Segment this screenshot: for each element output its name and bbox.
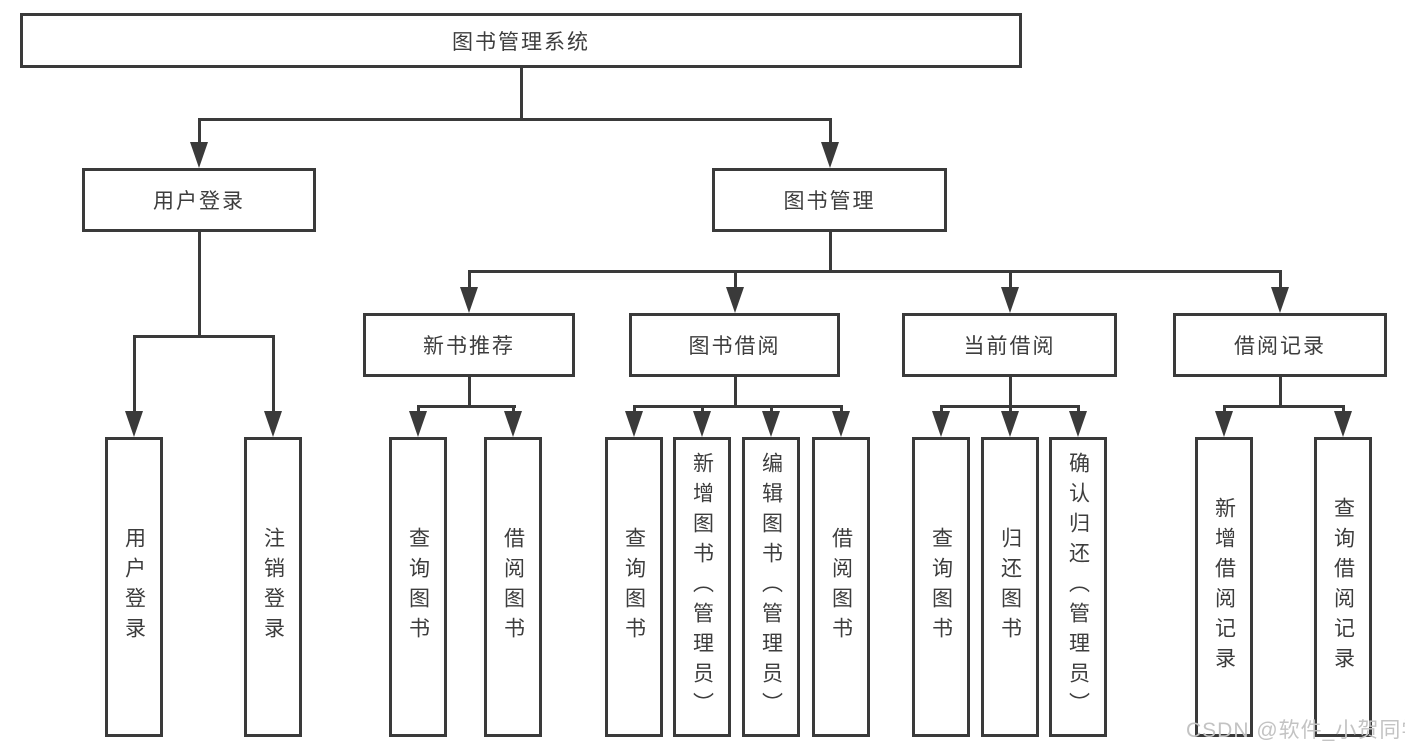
arrow-down-icon bbox=[190, 142, 208, 168]
connector-line bbox=[1223, 405, 1345, 408]
leaf-label: 借阅图书 bbox=[501, 527, 525, 647]
arrow-down-icon bbox=[1001, 287, 1019, 313]
leaf-label: 编辑图书（管理员） bbox=[759, 452, 783, 722]
node-label: 图书借阅 bbox=[688, 335, 781, 358]
connector-line bbox=[198, 232, 201, 338]
connector-line bbox=[840, 405, 843, 413]
node-user-login: 用户登录 bbox=[82, 168, 316, 232]
leaf-return-books: 归还图书 bbox=[981, 437, 1039, 737]
leaf-label: 确认归还（管理员） bbox=[1066, 452, 1090, 722]
arrow-down-icon bbox=[1271, 287, 1289, 313]
connector-line bbox=[829, 232, 832, 273]
connector-line bbox=[512, 405, 515, 413]
connector-line bbox=[1342, 405, 1345, 413]
connector-line bbox=[734, 377, 737, 407]
connector-line bbox=[829, 118, 832, 150]
node-book-borrowing: 图书借阅 bbox=[629, 313, 840, 377]
node-label: 新书推荐 bbox=[423, 335, 515, 358]
arrow-down-icon bbox=[1215, 411, 1233, 437]
node-label: 借阅记录 bbox=[1234, 335, 1326, 358]
leaf-label: 借阅图书 bbox=[829, 527, 853, 647]
arrow-down-icon bbox=[460, 287, 478, 313]
arrow-down-icon bbox=[932, 411, 950, 437]
node-label: 用户登录 bbox=[153, 190, 245, 213]
connector-line bbox=[417, 405, 516, 408]
leaf-label: 新增图书（管理员） bbox=[690, 452, 714, 722]
leaf-logout: 注销登录 bbox=[244, 437, 302, 737]
leaf-label: 注销登录 bbox=[261, 527, 285, 647]
csdn-watermark: CSDN @软件_小贺同学 bbox=[1186, 719, 1405, 742]
connector-line bbox=[1009, 405, 1012, 413]
connector-line bbox=[1009, 377, 1012, 407]
leaf-label: 查询图书 bbox=[622, 527, 646, 647]
connector-line bbox=[468, 377, 471, 407]
leaf-confirm-return-admin: 确认归还（管理员） bbox=[1049, 437, 1107, 737]
connector-line bbox=[133, 335, 136, 413]
arrow-down-icon bbox=[264, 411, 282, 437]
leaf-label: 查询图书 bbox=[406, 527, 430, 647]
arrow-down-icon bbox=[1001, 411, 1019, 437]
arrow-down-icon bbox=[762, 411, 780, 437]
leaf-query-books-current: 查询图书 bbox=[912, 437, 970, 737]
leaf-label: 查询借阅记录 bbox=[1331, 497, 1355, 677]
connector-line bbox=[520, 68, 523, 120]
arrow-down-icon bbox=[1334, 411, 1352, 437]
connector-line bbox=[468, 270, 1282, 273]
node-library-management-system: 图书管理系统 bbox=[20, 13, 1022, 68]
connector-line bbox=[133, 335, 275, 338]
arrow-down-icon bbox=[409, 411, 427, 437]
node-label: 当前借阅 bbox=[963, 335, 1056, 358]
leaf-add-book-admin: 新增图书（管理员） bbox=[673, 437, 731, 737]
leaf-edit-book-admin: 编辑图书（管理员） bbox=[742, 437, 800, 737]
leaf-label: 查询图书 bbox=[929, 527, 953, 647]
node-label: 图书管理 bbox=[783, 190, 876, 213]
leaf-add-borrow-record: 新增借阅记录 bbox=[1195, 437, 1253, 737]
arrow-down-icon bbox=[726, 287, 744, 313]
arrow-down-icon bbox=[625, 411, 643, 437]
arrow-down-icon bbox=[1069, 411, 1087, 437]
arrow-down-icon bbox=[125, 411, 143, 437]
connector-line bbox=[1077, 405, 1080, 413]
connector-line bbox=[701, 405, 704, 413]
leaf-query-borrow-record: 查询借阅记录 bbox=[1314, 437, 1372, 737]
node-new-book-recommend: 新书推荐 bbox=[363, 313, 575, 377]
leaf-borrow-books-recommend: 借阅图书 bbox=[484, 437, 542, 737]
node-current-borrowing: 当前借阅 bbox=[902, 313, 1117, 377]
connector-line bbox=[734, 270, 737, 290]
connector-line bbox=[1279, 377, 1282, 407]
arrow-down-icon bbox=[832, 411, 850, 437]
arrow-down-icon bbox=[693, 411, 711, 437]
arrow-down-icon bbox=[504, 411, 522, 437]
connector-line bbox=[1279, 270, 1282, 290]
connector-line bbox=[940, 405, 943, 413]
leaf-borrow-books-borrowing: 借阅图书 bbox=[812, 437, 870, 737]
connector-line bbox=[770, 405, 773, 413]
connector-line bbox=[633, 405, 636, 413]
leaf-label: 新增借阅记录 bbox=[1212, 497, 1236, 677]
connector-line bbox=[633, 405, 843, 408]
node-label: 图书管理系统 bbox=[452, 30, 590, 54]
leaf-query-books-recommend: 查询图书 bbox=[389, 437, 447, 737]
connector-line bbox=[1223, 405, 1226, 413]
arrow-down-icon bbox=[821, 142, 839, 168]
leaf-query-books-borrowing: 查询图书 bbox=[605, 437, 663, 737]
connector-line bbox=[468, 270, 471, 290]
connector-line bbox=[272, 335, 275, 413]
connector-line bbox=[198, 118, 201, 150]
connector-line bbox=[198, 118, 832, 121]
leaf-user-login: 用户登录 bbox=[105, 437, 163, 737]
leaf-label: 用户登录 bbox=[122, 527, 146, 647]
connector-line bbox=[417, 405, 420, 413]
connector-line bbox=[1009, 270, 1012, 290]
leaf-label: 归还图书 bbox=[998, 527, 1022, 647]
node-book-management: 图书管理 bbox=[712, 168, 947, 232]
node-borrow-records: 借阅记录 bbox=[1173, 313, 1387, 377]
